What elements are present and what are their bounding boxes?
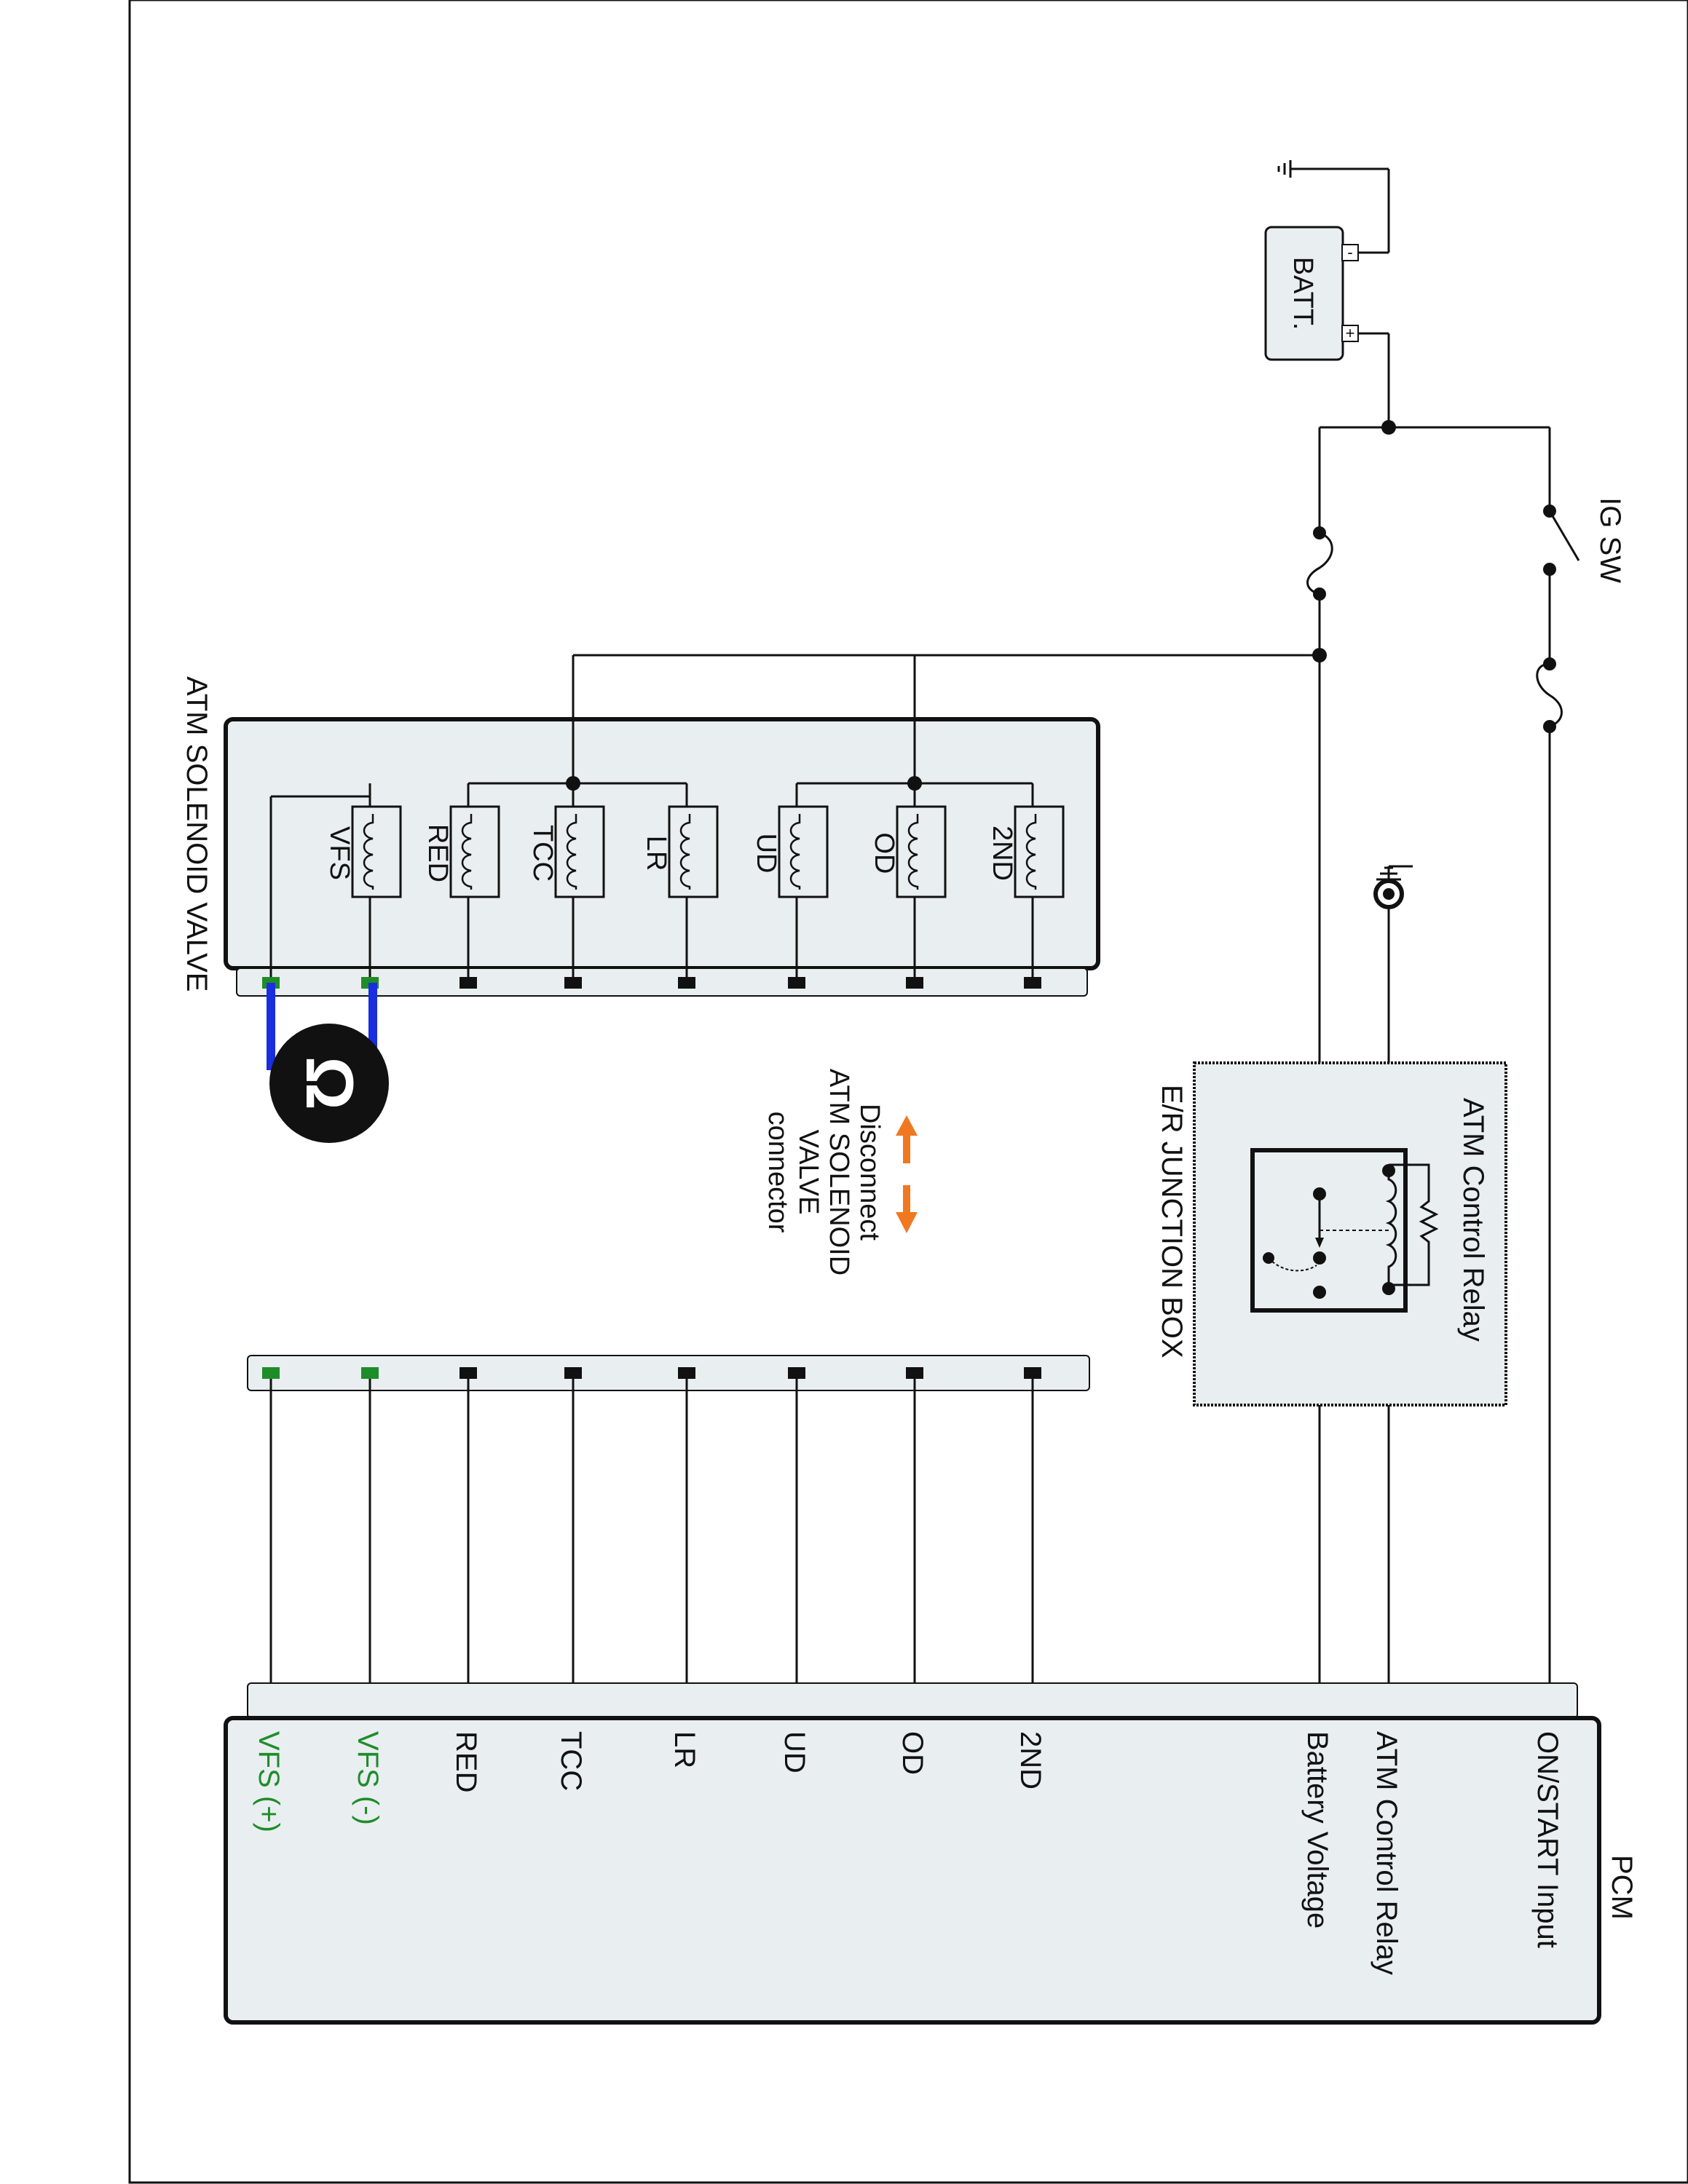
pcm-pin-red bbox=[460, 1367, 477, 1706]
junction-box-outline bbox=[1193, 1061, 1507, 1406]
coil-label-2nd: 2ND bbox=[987, 826, 1017, 881]
coil-red: RED bbox=[422, 783, 500, 989]
coil-label-tcc: TCC bbox=[527, 825, 558, 882]
pcm-pin-2nd bbox=[1024, 1367, 1041, 1706]
ohmmeter-body bbox=[269, 1024, 389, 1143]
callout-line-3: VALVE bbox=[793, 1130, 824, 1215]
pcm-pin-ud bbox=[788, 1367, 805, 1706]
harness-connector bbox=[247, 1355, 1090, 1391]
solenoid-valve bbox=[224, 717, 1100, 997]
pcm-pin-label-vfs: VFS (-) bbox=[352, 1731, 384, 1825]
junction-box-label: E/R JUNCTION BOX bbox=[1156, 1085, 1188, 1358]
pcm-pin-label-atm-control-relay: ATM Control Relay bbox=[1370, 1731, 1403, 1975]
battery-ground bbox=[1277, 160, 1390, 254]
solenoid-common-wires bbox=[271, 655, 1033, 798]
coil-label-ud: UD bbox=[751, 834, 781, 874]
battery-label: BATT. bbox=[1287, 257, 1318, 331]
disconnect-arrow bbox=[896, 1115, 918, 1233]
coil-label-red: RED bbox=[422, 824, 453, 882]
pcm-body bbox=[224, 1716, 1601, 2025]
pcm-pin-label-battery-voltage: Battery Voltage bbox=[1301, 1731, 1333, 1928]
relay-label: ATM Control Relay bbox=[1457, 1098, 1489, 1342]
battery: BATT. - + bbox=[1264, 226, 1359, 361]
battery-neg-symbol: - bbox=[1347, 243, 1352, 261]
junction-box bbox=[1193, 1061, 1507, 1406]
pcm-pin-label-on-start-input: ON/START Input bbox=[1531, 1731, 1563, 1948]
pcm-pin-vfs bbox=[361, 1367, 379, 1706]
pcm-pin-labels: ON/START Input ATM Control Relay Battery V… bbox=[253, 1731, 1563, 1975]
pcm-pin-label-tcc: TCC bbox=[555, 1731, 587, 1791]
pcm-pin-lr bbox=[678, 1367, 695, 1706]
coil-2nd: 2ND bbox=[987, 783, 1065, 989]
callout-line-4: connector bbox=[762, 1112, 793, 1233]
atm-control-relay bbox=[1250, 1148, 1408, 1313]
pcm-label: PCM bbox=[1606, 1855, 1638, 1920]
pcm-pin-label-lr: LR bbox=[669, 1731, 701, 1768]
harness-wires bbox=[262, 1367, 1558, 1706]
pcm-pin-bar bbox=[247, 1682, 1578, 1719]
coil-label-lr: LR bbox=[641, 836, 671, 871]
pcm-pin-tcc bbox=[564, 1367, 582, 1706]
pcm-pin-label-2nd: 2ND bbox=[1014, 1731, 1046, 1789]
pcm bbox=[224, 1682, 1601, 2025]
callout-line-1: Disconnect bbox=[854, 1104, 885, 1241]
solenoid-valve-pin-bar bbox=[236, 968, 1088, 997]
pcm-pin-vfs bbox=[262, 1367, 280, 1706]
pcm-pin-od bbox=[906, 1367, 923, 1706]
callout-line-2: ATM SOLENOID bbox=[824, 1069, 854, 1275]
ig-switch-label: IG SW bbox=[1594, 497, 1626, 583]
pcm-pin-label-vfs: VFS (+) bbox=[253, 1731, 285, 1832]
coil-vfs: VFS bbox=[324, 783, 402, 989]
coil-ud: UD bbox=[751, 783, 829, 989]
coil-tcc: TCC bbox=[527, 783, 605, 989]
page-frame bbox=[128, 0, 1688, 2184]
power-wires bbox=[573, 332, 1580, 1700]
coil-lr: LR bbox=[641, 783, 719, 989]
coil-od: OD bbox=[869, 783, 947, 989]
pcm-pin-label-ud: UD bbox=[778, 1731, 811, 1773]
solenoid-valve-label: ATM SOLENOID VALVE bbox=[181, 676, 213, 992]
ohm-symbol: Ω bbox=[292, 1056, 366, 1110]
ohmmeter: Ω bbox=[267, 983, 389, 1143]
pcm-pin-label-od: OD bbox=[896, 1731, 928, 1775]
battery-body bbox=[1264, 226, 1344, 361]
coil-label-vfs: VFS bbox=[324, 826, 355, 880]
battery-pos-symbol: + bbox=[1346, 324, 1355, 342]
coil-label-od: OD bbox=[869, 833, 899, 874]
pcm-pin-label-red: RED bbox=[450, 1731, 482, 1792]
disconnect-callout: Disconnect ATM SOLENOID VALVE connector bbox=[762, 1069, 885, 1275]
solenoid-coils: 2ND OD UD LR TCC RED VFS bbox=[262, 783, 1065, 989]
